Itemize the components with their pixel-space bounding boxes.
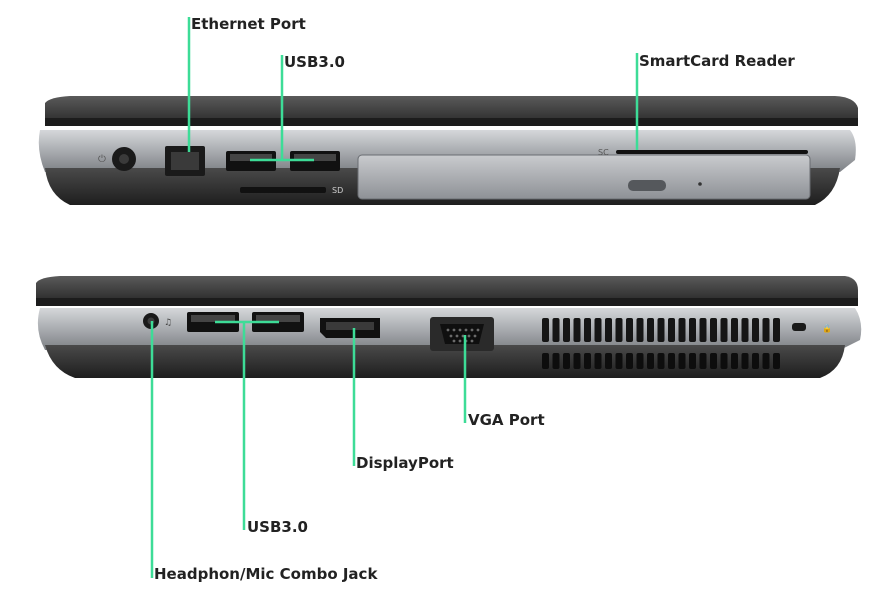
optical-drive xyxy=(357,154,811,200)
label-vga-port: VGA Port xyxy=(468,411,545,429)
ethernet-port xyxy=(165,146,205,176)
label-displayport: DisplayPort xyxy=(356,454,454,472)
vent-slot-upper xyxy=(552,318,560,342)
svg-text:🔒: 🔒 xyxy=(822,324,832,333)
vent-slot-lower xyxy=(710,353,717,369)
vent-slot-upper xyxy=(636,318,644,342)
vent-slot-upper xyxy=(563,318,570,342)
sd-card-slot: SD xyxy=(240,186,343,195)
vent-slot-upper xyxy=(626,318,633,342)
label-headphone-jack: Headphon/Mic Combo Jack xyxy=(154,565,378,583)
vent-slot-lower xyxy=(752,353,759,369)
vent-slot-upper xyxy=(657,318,665,342)
vent-slot-upper xyxy=(668,318,675,342)
vent-slot-lower xyxy=(720,353,728,369)
vent-slot-upper xyxy=(699,318,707,342)
power-jack: ⏻ xyxy=(98,147,136,171)
svg-text:♫: ♫ xyxy=(164,318,172,328)
vent-slot-lower xyxy=(762,353,770,369)
label-usb-top: USB3.0 xyxy=(284,53,345,71)
sc-slot-label: SC xyxy=(598,148,609,157)
svg-text:⏻: ⏻ xyxy=(98,154,106,165)
vent-slot-lower xyxy=(773,353,780,369)
vent-slot-upper xyxy=(752,318,759,342)
vent-slot-lower xyxy=(563,353,570,369)
vent-slot-lower xyxy=(626,353,633,369)
vent-slot-upper xyxy=(678,318,686,342)
callout-lines xyxy=(150,17,639,578)
vent-slot-lower xyxy=(542,353,549,369)
vent-slot-lower xyxy=(605,353,612,369)
vent-slot-lower xyxy=(689,353,696,369)
cooling-vents xyxy=(542,318,780,369)
vent-slot-lower xyxy=(573,353,581,369)
vent-slot-upper xyxy=(689,318,696,342)
security-lock-slot: 🔒 xyxy=(792,323,832,333)
vent-slot-lower xyxy=(584,353,591,369)
vent-slot-upper xyxy=(741,318,749,342)
vent-slot-lower xyxy=(699,353,707,369)
label-smartcard-reader: SmartCard Reader xyxy=(639,52,795,70)
vent-slot-upper xyxy=(594,318,602,342)
vent-slot-lower xyxy=(741,353,749,369)
vent-slot-upper xyxy=(615,318,623,342)
vent-slot-lower xyxy=(678,353,686,369)
smartcard-reader-slot: SC xyxy=(598,148,808,157)
vent-slot-lower xyxy=(615,353,623,369)
sd-slot-label: SD xyxy=(332,186,343,195)
vent-slot-upper xyxy=(710,318,717,342)
vent-slot-lower xyxy=(636,353,644,369)
vent-slot-lower xyxy=(552,353,560,369)
label-ethernet-port: Ethernet Port xyxy=(191,15,306,33)
vent-slot-lower xyxy=(731,353,738,369)
usb-port-top-2 xyxy=(290,151,340,171)
vent-slot-upper xyxy=(573,318,581,342)
vent-slot-upper xyxy=(584,318,591,342)
vent-slot-lower xyxy=(647,353,654,369)
displayport-port xyxy=(320,318,380,338)
vent-slot-lower xyxy=(594,353,602,369)
vent-slot-lower xyxy=(668,353,675,369)
vent-slot-upper xyxy=(731,318,738,342)
vent-slot-upper xyxy=(605,318,612,342)
label-usb-bottom: USB3.0 xyxy=(247,518,308,536)
vent-slot-lower xyxy=(657,353,665,369)
vent-slot-upper xyxy=(762,318,770,342)
vent-slot-upper xyxy=(542,318,549,342)
usb-port-bottom-1 xyxy=(187,312,239,332)
vent-slot-upper xyxy=(773,318,780,342)
vent-slot-upper xyxy=(720,318,728,342)
vga-port xyxy=(430,317,494,351)
vent-slot-upper xyxy=(647,318,654,342)
